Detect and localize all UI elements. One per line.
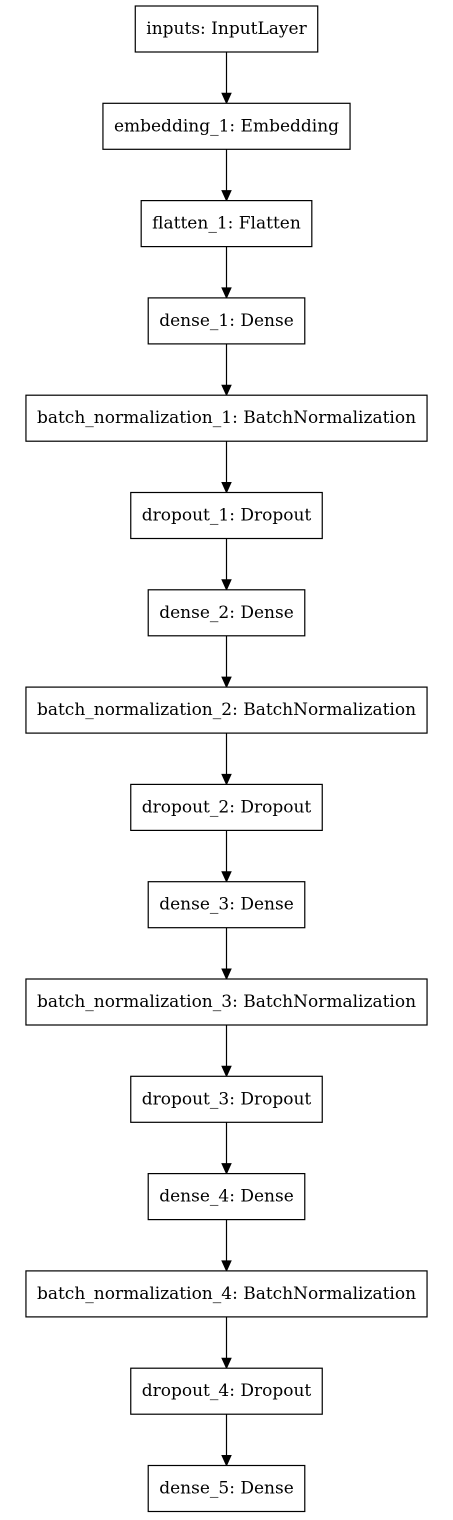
node-dense-4: dense_4: Dense [147, 1172, 306, 1221]
arrowhead-icon [221, 92, 232, 105]
node-dropout-3: dropout_3: Dropout [130, 1075, 323, 1123]
node-box [130, 491, 323, 540]
arrowhead-icon [221, 579, 232, 592]
node-dense-1: dense_1: Dense [147, 297, 306, 345]
edge-arrow [221, 1316, 232, 1370]
node-box [130, 1075, 323, 1123]
node-box [25, 394, 428, 442]
node-inputs: inputs: InputLayer [134, 5, 319, 53]
node-box [25, 686, 428, 734]
edge-arrow [221, 149, 232, 202]
edges [221, 52, 232, 1467]
node-box [147, 881, 306, 929]
node-box [134, 5, 319, 53]
node-label: dropout_1: Dropout [142, 506, 312, 526]
node-embedding-1: embedding_1: Embedding [102, 102, 351, 150]
edge-arrow [221, 1025, 232, 1078]
node-label: dense_2: Dense [159, 603, 294, 623]
node-label: dropout_4: Dropout [142, 1381, 312, 1401]
arrowhead-icon [221, 1163, 232, 1175]
node-flatten-1: flatten_1: Flatten [140, 200, 313, 248]
node-label: batch_normalization_2: BatchNormalizatio… [37, 700, 416, 720]
edge-arrow [221, 343, 232, 397]
node-box [147, 1464, 306, 1513]
node-box [25, 1270, 428, 1318]
node-label: dense_4: Dense [159, 1187, 294, 1207]
node-dropout-2: dropout_2: Dropout [130, 783, 323, 832]
arrowhead-icon [221, 1357, 232, 1370]
node-box [147, 297, 306, 345]
node-batch-normalization-2: batch_normalization_2: BatchNormalizatio… [25, 686, 428, 734]
arrowhead-icon [221, 1455, 232, 1467]
node-label: embedding_1: Embedding [114, 116, 339, 136]
node-label: dense_1: Dense [159, 311, 294, 331]
edge-arrow [221, 1122, 232, 1175]
node-box [102, 102, 351, 150]
node-dropout-4: dropout_4: Dropout [130, 1367, 323, 1415]
arrowhead-icon [221, 190, 232, 202]
node-box [147, 1172, 306, 1221]
edge-arrow [221, 635, 232, 689]
edge-arrow [221, 830, 232, 883]
node-batch-normalization-4: batch_normalization_4: BatchNormalizatio… [25, 1270, 428, 1318]
node-dense-5: dense_5: Dense [147, 1464, 306, 1513]
node-label: batch_normalization_1: BatchNormalizatio… [37, 408, 416, 428]
arrowhead-icon [221, 1260, 232, 1273]
arrowhead-icon [221, 482, 232, 494]
node-batch-normalization-3: batch_normalization_3: BatchNormalizatio… [25, 978, 428, 1026]
node-batch-normalization-1: batch_normalization_1: BatchNormalizatio… [25, 394, 428, 442]
edge-arrow [221, 733, 232, 786]
arrowhead-icon [221, 676, 232, 689]
edge-arrow [221, 1219, 232, 1273]
edge-arrow [221, 246, 232, 300]
node-dropout-1: dropout_1: Dropout [130, 491, 323, 540]
node-label: dropout_2: Dropout [142, 797, 312, 817]
node-label: flatten_1: Flatten [152, 214, 301, 234]
node-label: dropout_3: Dropout [142, 1089, 312, 1109]
edge-arrow [221, 1414, 232, 1467]
node-label: batch_normalization_4: BatchNormalizatio… [37, 1284, 416, 1304]
node-box [130, 783, 323, 832]
node-box [140, 200, 313, 248]
node-label: inputs: InputLayer [146, 19, 307, 39]
arrowhead-icon [221, 968, 232, 981]
node-box [25, 978, 428, 1026]
node-label: dense_5: Dense [159, 1479, 294, 1499]
node-box [147, 589, 306, 637]
arrowhead-icon [221, 1065, 232, 1078]
edge-arrow [221, 441, 232, 494]
node-dense-3: dense_3: Dense [147, 881, 306, 929]
arrowhead-icon [221, 287, 232, 300]
node-dense-2: dense_2: Dense [147, 589, 306, 637]
arrowhead-icon [221, 384, 232, 397]
edge-arrow [221, 52, 232, 105]
edge-arrow [221, 538, 232, 592]
node-label: dense_3: Dense [159, 895, 294, 915]
nodes: inputs: InputLayer embedding_1: Embedding… [25, 5, 428, 1513]
arrowhead-icon [221, 871, 232, 883]
node-label: batch_normalization_3: BatchNormalizatio… [37, 992, 416, 1012]
edge-arrow [221, 927, 232, 981]
node-box [130, 1367, 323, 1415]
arrowhead-icon [221, 773, 232, 786]
